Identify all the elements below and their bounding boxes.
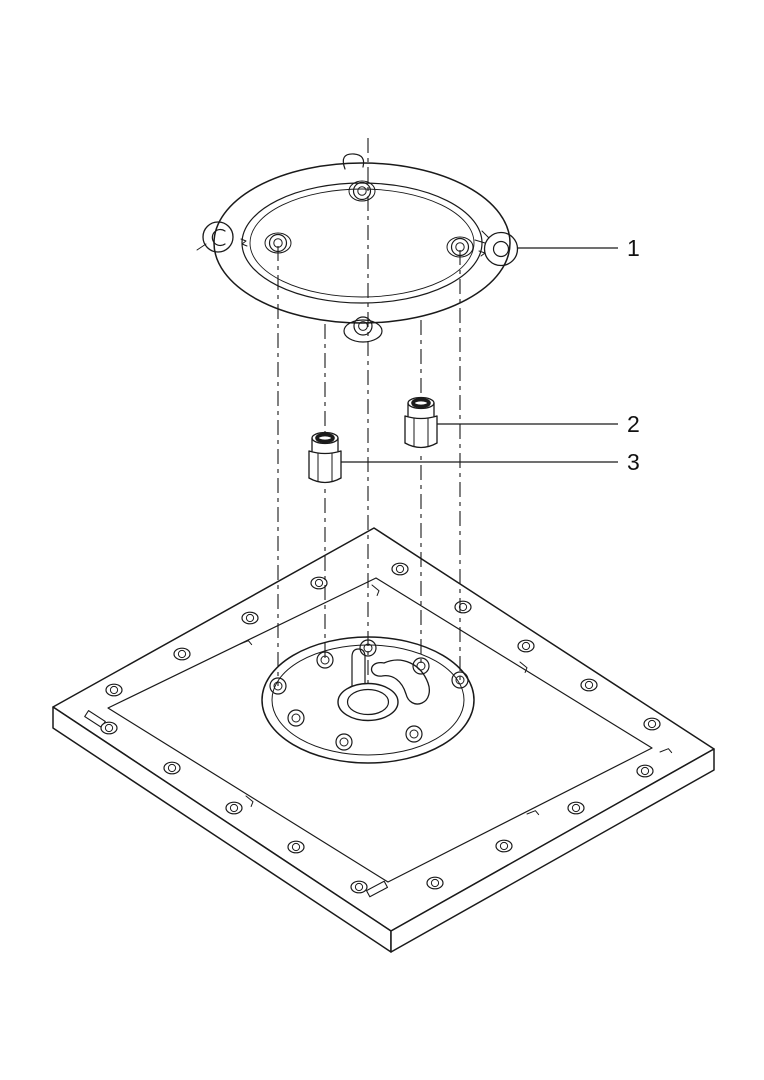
fitting3-nut-top	[308, 450, 342, 455]
screw-head	[287, 840, 305, 854]
ring-left-ear-hook	[196, 243, 207, 251]
screw-head	[241, 611, 259, 625]
fitting2-nut-top	[404, 415, 438, 420]
ring-top-boss-hole	[357, 186, 367, 196]
ring-top-tab	[342, 153, 365, 170]
screw-head	[567, 801, 585, 815]
ring-right-ear-notch	[474, 230, 490, 244]
stamp-mark	[478, 250, 486, 257]
screw-head	[426, 876, 444, 890]
screw-boss	[359, 639, 377, 657]
hose-fitting-part-2	[404, 396, 438, 452]
hose-fitting-part-3	[308, 431, 342, 487]
screw-boss	[335, 733, 353, 751]
ring-bottom-boss	[353, 316, 373, 336]
ring-left-ear	[202, 221, 234, 253]
center-collar-outer	[337, 682, 399, 722]
ring-bottom-boss-hole	[358, 321, 368, 331]
screw-head	[163, 761, 181, 775]
base-plate-inner-frame	[107, 577, 653, 883]
center-lines	[277, 138, 461, 702]
screw-head	[350, 880, 368, 894]
stamp-mark	[240, 238, 248, 247]
screw-head	[105, 683, 123, 697]
screw-head	[100, 721, 118, 735]
ring-right-ear-hole	[492, 240, 510, 258]
screw-boss	[316, 651, 334, 669]
ring-bottom-flange	[343, 319, 383, 343]
perimeter-screws	[100, 562, 661, 894]
callout-label-2: 2	[627, 411, 640, 437]
screw-head	[391, 562, 409, 576]
ring-right-hole-inner	[455, 242, 465, 252]
body-inner-rim	[271, 644, 465, 756]
border-slot-bottom	[365, 880, 389, 898]
tab-mark	[526, 810, 540, 816]
callouts: 1 2 3	[341, 235, 640, 475]
fitting3-nut-bottom	[308, 477, 342, 484]
ring-right-hole	[450, 237, 470, 257]
mounting-ring-part	[196, 153, 519, 343]
ring-right-boss-pad	[446, 236, 474, 258]
screw-boss	[451, 671, 469, 689]
ring-left-boss-pad	[264, 232, 292, 254]
screw-head	[643, 717, 661, 731]
screw-head	[173, 647, 191, 661]
body-screw-bosses	[269, 639, 469, 751]
screw-head	[310, 576, 328, 590]
callout-label-3: 3	[627, 449, 640, 475]
center-collar-inner	[346, 688, 390, 716]
ring-inner-lip	[249, 188, 475, 298]
ring-left-ear-slot	[211, 228, 226, 247]
screw-head	[495, 839, 513, 853]
base-plate-right-side-face	[390, 748, 715, 953]
tab-mark	[371, 584, 380, 596]
screw-head	[636, 764, 654, 778]
ring-top-boss	[352, 181, 372, 201]
tab-mark	[239, 640, 253, 646]
screw-boss	[287, 709, 305, 727]
screw-head	[517, 639, 535, 653]
ring-top-boss-pad	[348, 180, 376, 202]
ring-left-hole-inner	[273, 238, 283, 248]
callout-label-1: 1	[627, 235, 640, 261]
faucet-body-assembly	[261, 636, 475, 764]
screw-boss	[412, 657, 430, 675]
base-plate-part	[52, 527, 715, 953]
tab-mark	[245, 795, 254, 807]
tab-mark	[519, 661, 528, 673]
fitting2-seal-ring	[411, 397, 431, 409]
fitting3-seal-ring	[315, 432, 335, 444]
screw-boss	[269, 677, 287, 695]
screw-boss	[405, 725, 423, 743]
base-plate-top-face	[52, 527, 715, 932]
fitting2-nut-bottom	[404, 442, 438, 449]
screw-head	[580, 678, 598, 692]
screw-head	[225, 801, 243, 815]
tab-mark	[659, 748, 673, 754]
screw-head	[454, 600, 472, 614]
ring-left-hole	[268, 233, 288, 253]
ring-outer-edge	[213, 162, 511, 324]
body-outer-rim	[261, 636, 475, 764]
